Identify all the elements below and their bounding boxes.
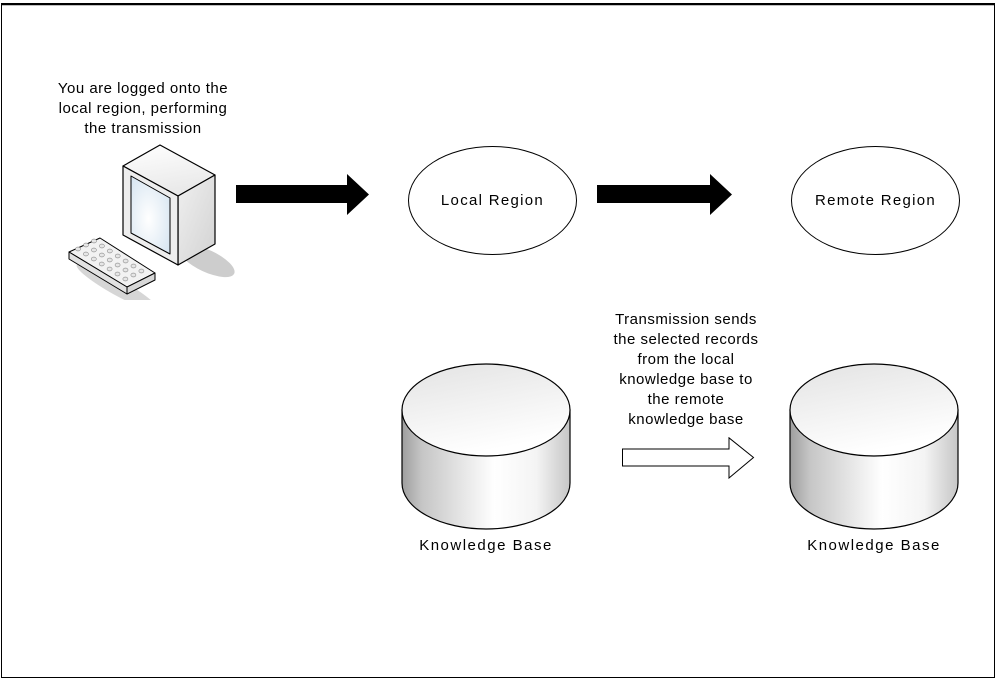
remote-knowledge-base-label: Knowledge Base — [807, 537, 941, 554]
monitor — [122, 144, 216, 266]
local-knowledge-base-label: Knowledge Base — [419, 537, 553, 554]
solid-right-arrow-icon — [236, 174, 369, 215]
note-line: the transmission — [84, 120, 202, 137]
solid-right-arrow-icon — [597, 174, 732, 215]
database-cylinder-icon — [401, 363, 571, 530]
transmission-note: Transmission sends the selected records … — [580, 310, 792, 430]
note-line: from the local — [637, 351, 735, 368]
computer-workstation-icon — [68, 144, 235, 300]
login-context-note: You are logged onto the local region, pe… — [33, 79, 253, 139]
keyboard-keys — [75, 238, 145, 282]
note-line: You are logged onto the — [57, 80, 229, 97]
note-line: Transmission sends — [615, 311, 757, 328]
outline-right-arrow-icon — [622, 437, 755, 479]
remote-region-node: Remote Region — [791, 146, 960, 255]
local-region-node: Local Region — [408, 146, 577, 255]
database-cylinder-icon — [789, 363, 959, 530]
note-line: local region, performing — [58, 100, 228, 117]
note-line: the remote — [647, 391, 725, 408]
note-line: knowledge base to — [619, 371, 753, 388]
local-region-label: Local Region — [440, 192, 545, 209]
note-line: knowledge base — [628, 411, 744, 428]
remote-region-label: Remote Region — [814, 192, 937, 209]
note-line: the selected records — [613, 331, 759, 348]
